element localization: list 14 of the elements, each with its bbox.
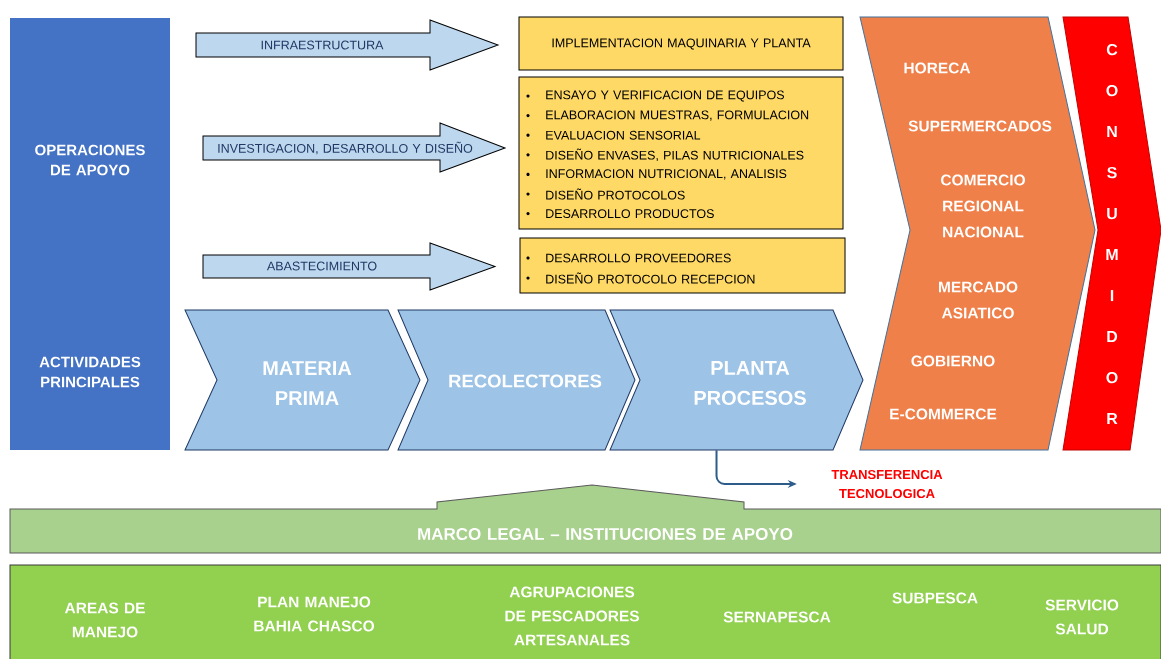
consumer-panel: CONSUMIDOR: [1062, 16, 1161, 451]
activity-banner: INVESTIGACION, DESARROLLO Y DISEÑO: [202, 122, 506, 173]
callout-text: TRANSFERENCIA TECNOLOGICA: [831, 469, 943, 499]
process-box: IMPLEMENTACION MAQUINARIA Y PLANTA: [518, 16, 844, 71]
activity-banner: ABASTECIMIENTO: [202, 242, 496, 291]
activity-banner: INFRAESTRUCTURA: [195, 19, 499, 71]
stage-panel: MATERIA PRIMA: [184, 309, 421, 451]
side-panel: OPERACIONES DE APOYO ACTIVIDADES PRINCIPALES: [10, 18, 170, 450]
bullet-list-box: DESARROLLO PROVEEDORES DISEÑO PROTOCOLO RECEPCION: [519, 237, 846, 294]
channel-panel: HORECA SUPERMERCADOS COMERCIO REGIONAL NACIONAL MERCADO ASIATICO GOBIERNO E-COMMERCE: [859, 16, 1096, 451]
stage-panel: RECOLECTORES: [397, 309, 636, 451]
bullet-list-box: ENSAYO Y VERIFICACION DE EQUIPOS ELABORACION MUESTRAS, FORMULACION EVALUACION SENSORIAL DISEÑO ENVASES, PILAS NUTRICIONALES INFORMACION NUTRICIONAL, ANALISIS DISEÑO PROTOCOLOS DESARROLLO PRODUCTOS: [518, 76, 844, 230]
institutions-panel: AREAS DE MANEJO PLAN MANEJO BAHIA CHASCO AGRUPACIONES DE PESCADORES ARTESANALES SERNAPESCA SUBPESCA SERVICIO SALUD: [9, 564, 1161, 659]
stage-panel: PLANTA PROCESOS: [609, 309, 864, 451]
